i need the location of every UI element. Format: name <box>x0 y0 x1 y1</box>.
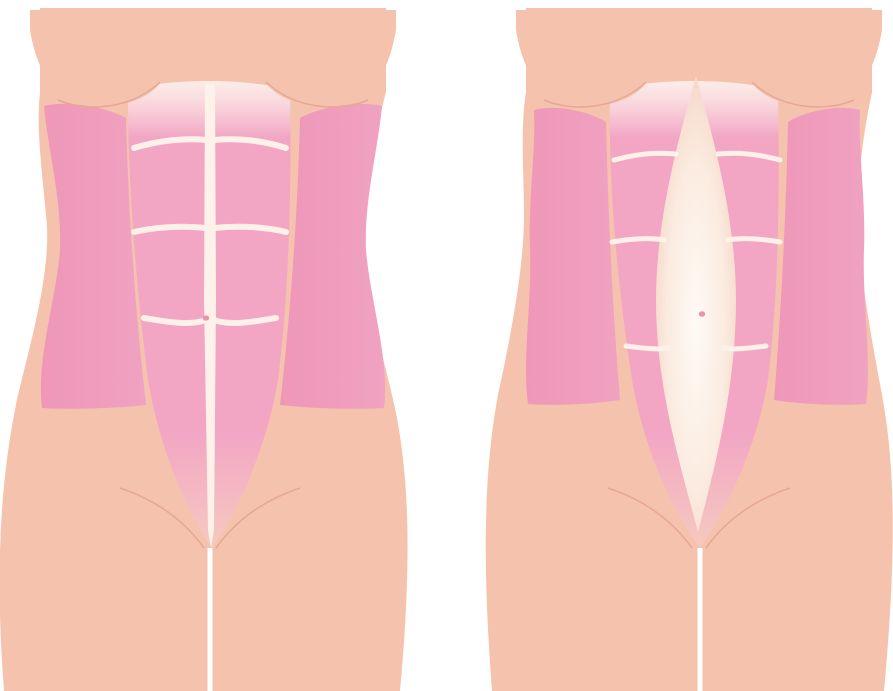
navel <box>203 315 209 320</box>
navel <box>699 311 705 317</box>
normal-abdomen-figure <box>0 8 408 691</box>
separated-abdomen-figure <box>486 8 893 691</box>
right-oblique-muscle <box>774 108 868 405</box>
left-oblique-muscle <box>526 108 620 405</box>
